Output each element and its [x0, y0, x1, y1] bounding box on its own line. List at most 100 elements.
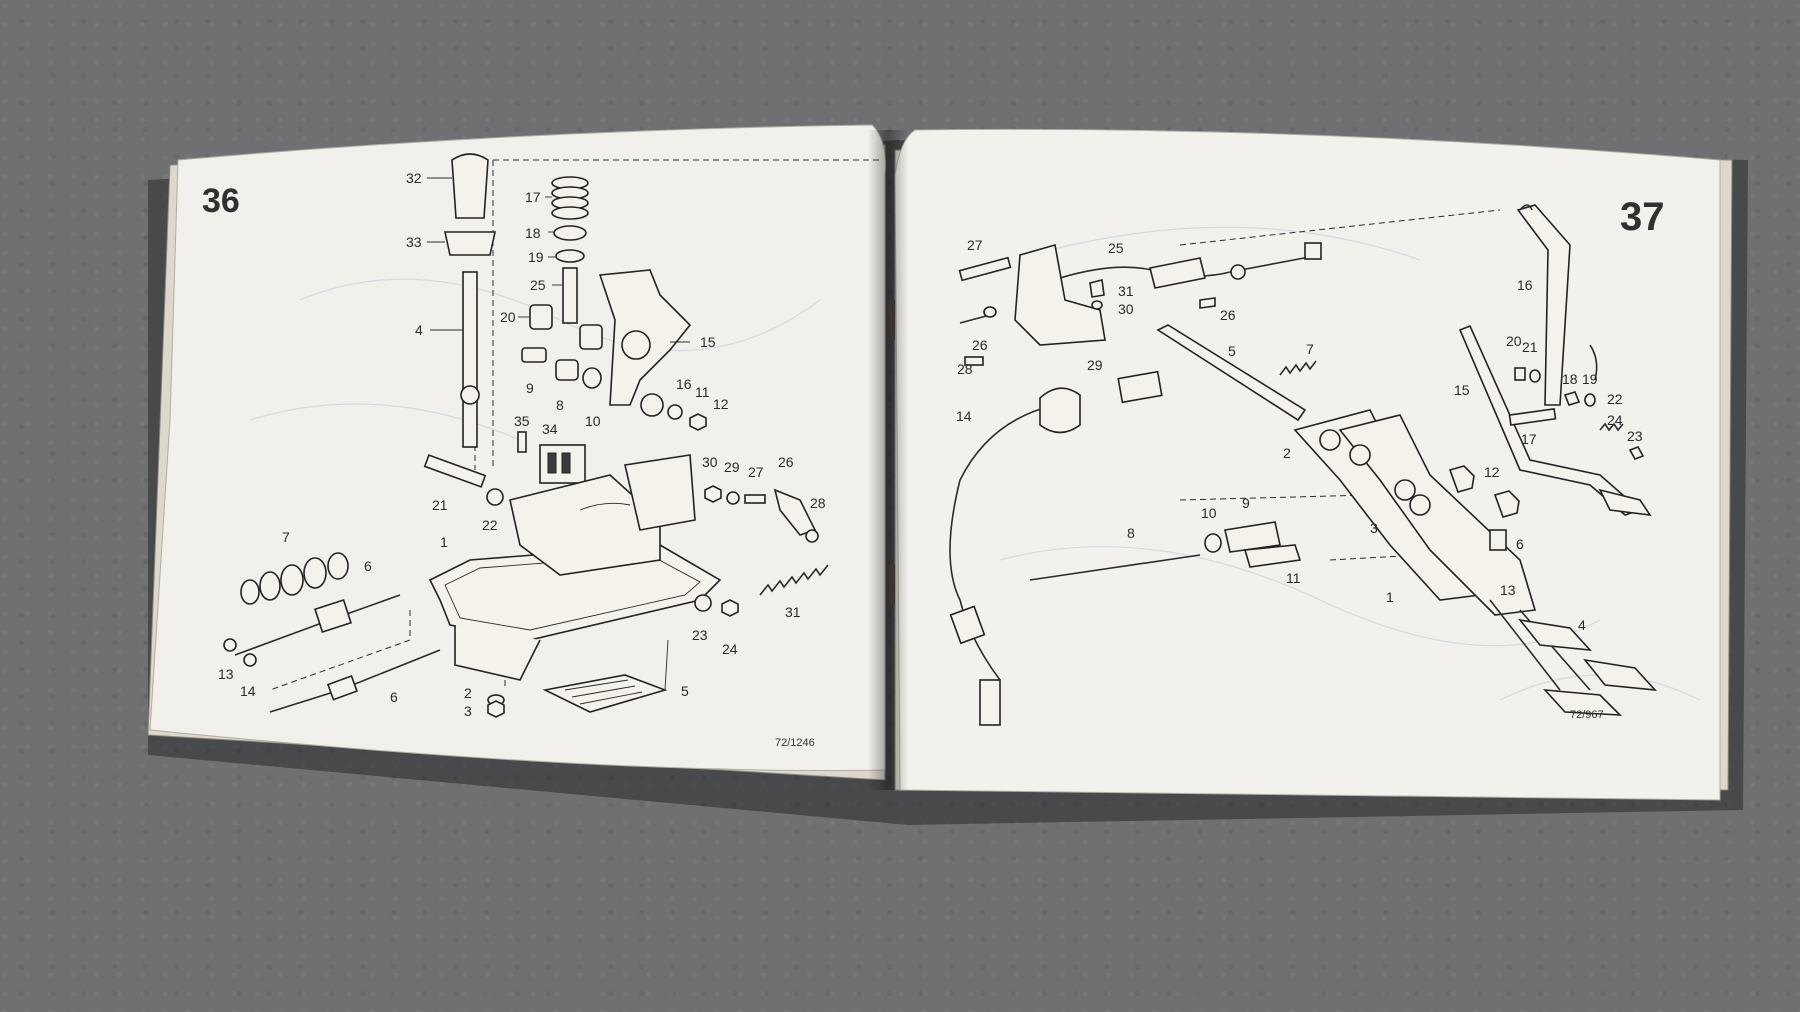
washer	[582, 367, 602, 389]
right-callout-labels: 27 25 31 30 26 26 28 29 5 7 14 2 8 10 9 …	[956, 237, 1643, 633]
callout-label: 6	[1516, 536, 1524, 552]
callout-label: 8	[556, 397, 564, 413]
callout-label: 17	[525, 189, 541, 205]
callout-label: 9	[1242, 495, 1250, 511]
callout-label: 31	[785, 604, 801, 620]
callout-label: 2	[1283, 445, 1291, 461]
callout-label: 30	[702, 454, 718, 470]
return-spring	[759, 564, 829, 596]
callout-label: 3	[464, 703, 472, 719]
callout-label: 10	[585, 413, 601, 429]
callout-label: 2	[464, 685, 472, 701]
pedal-pad	[1518, 618, 1592, 652]
callout-label: 19	[1582, 371, 1598, 387]
callout-label: 4	[415, 322, 423, 338]
callout-label: 27	[748, 464, 764, 480]
callout-label: 22	[1607, 391, 1623, 407]
callout-label: 20	[500, 309, 516, 325]
pedal-pad	[1543, 689, 1623, 716]
shift-lever	[462, 271, 478, 448]
callout-label: 3	[1370, 520, 1378, 536]
pedal-assembly-diagram	[949, 204, 1657, 726]
bushing	[555, 359, 579, 381]
callout-label: 35	[514, 413, 530, 429]
bolt	[521, 347, 547, 363]
washer	[555, 249, 585, 263]
callout-label: 15	[700, 334, 716, 350]
callout-label: 21	[432, 497, 448, 513]
callout-label: 17	[1521, 431, 1537, 447]
callout-label: 18	[525, 225, 541, 241]
callout-label: 1	[1386, 589, 1394, 605]
callout-label: 14	[956, 408, 972, 424]
callout-label: 26	[972, 337, 988, 353]
callout-label: 13	[218, 666, 234, 682]
callout-label: 27	[967, 237, 983, 253]
callout-label: 23	[692, 627, 708, 643]
callout-label: 29	[1087, 357, 1103, 373]
shift-boot	[444, 231, 496, 256]
callout-label: 31	[1118, 283, 1134, 299]
callout-label: 10	[1201, 505, 1217, 521]
bleed-through-ghost-lines	[249, 226, 1701, 701]
callout-label: 1	[440, 534, 448, 550]
rubber-boot	[240, 552, 349, 605]
pin	[958, 256, 1012, 282]
callout-label: 28	[810, 495, 826, 511]
callout-label: 8	[1127, 525, 1135, 541]
callout-label: 14	[240, 683, 256, 699]
callout-label: 5	[681, 683, 689, 699]
pedal-pad	[1583, 658, 1657, 692]
pedal-bracket	[1014, 243, 1106, 346]
bushing	[529, 304, 553, 330]
callout-label: 24	[1607, 412, 1623, 428]
binding-staple	[889, 565, 895, 605]
callout-label: 11	[695, 384, 710, 400]
callout-label: 22	[482, 517, 498, 533]
callout-label: 23	[1627, 428, 1643, 444]
callout-label: 6	[364, 558, 372, 574]
callout-label: 12	[713, 396, 729, 412]
callout-label: 7	[1306, 341, 1314, 357]
binding-staple	[889, 300, 895, 340]
gear-shift-assembly-diagram	[223, 153, 880, 718]
left-callout-labels: 32 33 4 17 18 19 25 20 15 9 8 10 16 11 1…	[218, 170, 826, 719]
left-page-number: 36	[202, 182, 240, 220]
callout-label: 11	[1286, 570, 1301, 586]
spring	[551, 176, 589, 220]
callout-label: 20	[1506, 333, 1522, 349]
callout-label: 24	[722, 641, 738, 657]
brake-pedal-arm	[1516, 204, 1571, 406]
callout-label: 30	[1118, 301, 1134, 317]
callout-label: 21	[1522, 339, 1538, 355]
pivot-rod	[1029, 554, 1201, 581]
right-page-number: 37	[1620, 195, 1665, 239]
pedal-spring	[1279, 360, 1317, 376]
pedal-shaft	[1156, 324, 1307, 422]
callout-label: 5	[1228, 343, 1236, 359]
washer	[553, 225, 587, 241]
callout-label: 25	[1108, 240, 1124, 256]
callout-label: 26	[778, 454, 794, 470]
callout-label: 16	[676, 376, 692, 392]
callout-label: 25	[530, 277, 546, 293]
callout-label: 18	[1562, 371, 1578, 387]
callout-label: 13	[1500, 582, 1516, 598]
pin	[517, 431, 527, 453]
left-figure-code: 72/1246	[775, 737, 815, 749]
right-figure-code: 72/967	[1570, 709, 1604, 721]
callout-label: 33	[406, 234, 422, 250]
callout-label: 9	[526, 380, 534, 396]
callout-label: 15	[1454, 382, 1470, 398]
callout-label: 19	[528, 249, 544, 265]
pin	[562, 267, 578, 324]
callout-label: 7	[282, 529, 290, 545]
callout-label: 12	[1484, 464, 1500, 480]
callout-label: 6	[390, 689, 398, 705]
bushing	[579, 324, 603, 350]
pedal-arm	[1338, 414, 1537, 616]
shift-knob	[451, 153, 489, 219]
right-page	[894, 128, 1721, 801]
callout-label: 32	[406, 170, 422, 186]
